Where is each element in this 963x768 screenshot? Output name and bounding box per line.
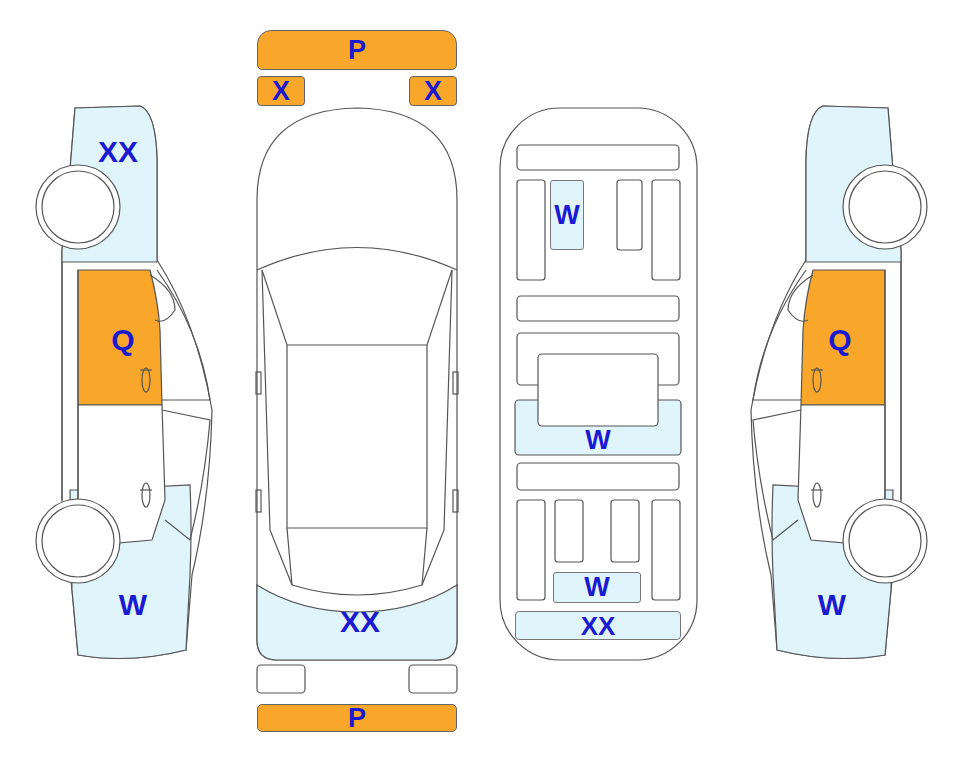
side-view-part (42, 171, 114, 243)
underside-view-part (555, 500, 583, 562)
top-view-part (409, 665, 457, 693)
side-view-part (162, 410, 210, 540)
damage-code: P (348, 705, 366, 732)
side-view-part (36, 499, 120, 583)
side-view (36, 106, 212, 659)
damage-code: W (554, 202, 579, 229)
underside-view-part (611, 500, 639, 562)
underbody-panel: W (550, 180, 584, 250)
light-panel: X (257, 76, 305, 106)
top-view-part (453, 372, 458, 394)
side-view-part (142, 368, 150, 392)
side-view-part (157, 270, 210, 400)
underside-view-part (517, 296, 679, 321)
underside-view-part (517, 180, 545, 280)
damage-code: Q (111, 325, 134, 355)
damage-code: X (272, 78, 290, 105)
damage-code: W (119, 590, 147, 620)
side-view (751, 106, 927, 659)
damage-code: W (584, 574, 609, 601)
damage-code: P (348, 37, 366, 64)
underbody-panel: XX (515, 611, 681, 640)
underside-view (500, 108, 697, 660)
damage-code: XX (340, 607, 380, 637)
underside-view-part (517, 463, 679, 490)
underside-view-part (538, 354, 658, 426)
light-panel: X (409, 76, 457, 106)
top-view-part (453, 490, 458, 512)
underside-view-part (517, 145, 679, 170)
underside-view-part (500, 108, 697, 660)
top-view-part (257, 665, 305, 693)
top-view-part (262, 270, 452, 345)
bumper-panel: P (257, 30, 457, 70)
bumper-panel: P (257, 704, 457, 732)
side-view-part (61, 262, 62, 500)
underbody-panel: W (515, 426, 681, 455)
damage-code: Q (828, 325, 851, 355)
underside-view-part (652, 500, 680, 600)
side-view-part (36, 165, 120, 249)
underside-view-part (652, 180, 680, 280)
top-view (256, 108, 458, 693)
top-view-part (257, 585, 457, 660)
side-view-part (78, 270, 162, 405)
top-view-part (287, 528, 427, 595)
top-view-part (257, 108, 457, 660)
underside-view-part (617, 180, 642, 250)
side-view-part (142, 483, 150, 507)
side-view-part (150, 275, 175, 321)
side-view-part (42, 505, 114, 577)
top-view-part (257, 248, 457, 271)
side-view-part (77, 270, 78, 500)
top-view-part (256, 372, 261, 394)
damage-code: W (818, 590, 846, 620)
top-view-part (262, 270, 292, 585)
underbody-panel: W (553, 572, 641, 603)
top-view-part (422, 270, 452, 585)
top-view-part (256, 490, 261, 512)
top-view-part (287, 345, 427, 528)
underside-view-part (517, 500, 545, 600)
damage-code: W (585, 427, 610, 454)
damage-code: XX (98, 137, 138, 167)
damage-code: X (424, 78, 442, 105)
side-view-part (140, 369, 152, 370)
damage-code: XX (581, 613, 616, 639)
